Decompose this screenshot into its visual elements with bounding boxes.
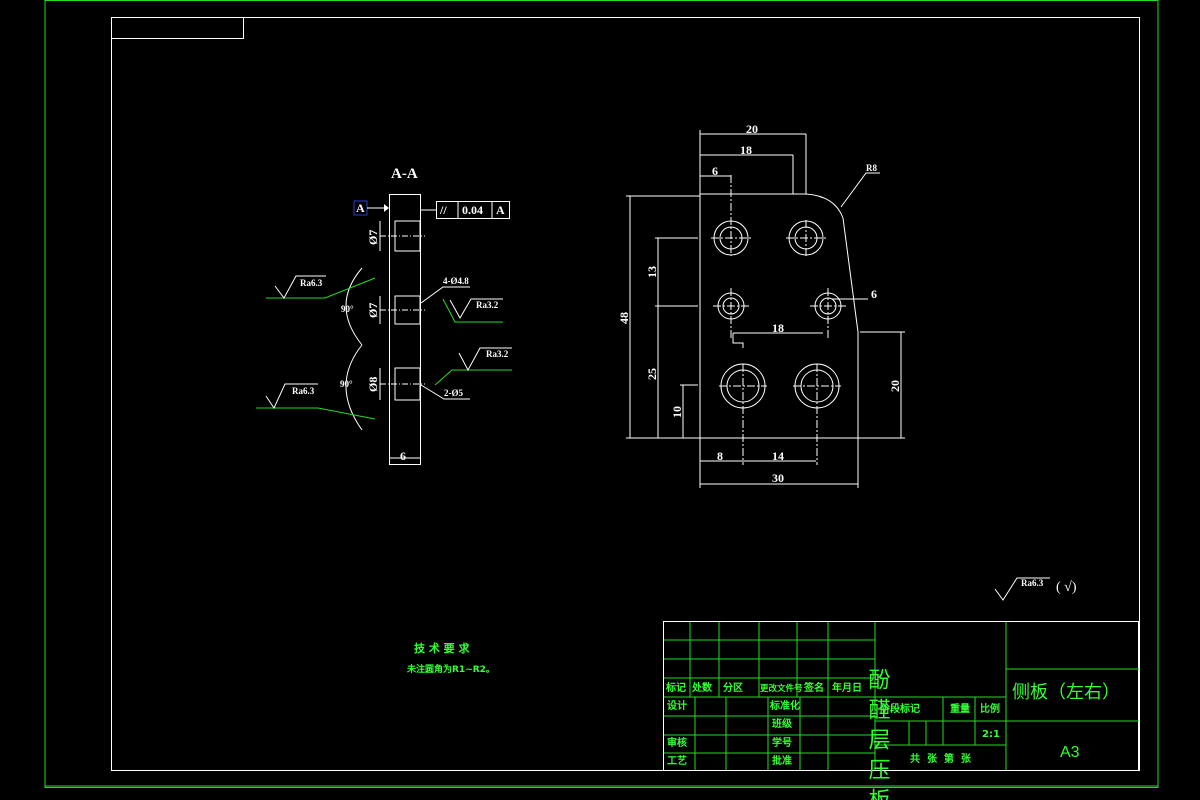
dim-top-20: 20 xyxy=(746,122,758,136)
svg-text:年月日: 年月日 xyxy=(832,681,862,694)
roughness-ra6.3-2: Ra6.3 xyxy=(256,383,376,420)
dim-right-20: 20 xyxy=(888,380,902,392)
svg-text:标记: 标记 xyxy=(665,681,686,694)
svg-text:重量: 重量 xyxy=(950,702,970,715)
svg-text:班级: 班级 xyxy=(772,717,793,730)
dim-8: 8 xyxy=(717,449,723,463)
section-view: A-A Ø7 Ø7 Ø8 6 A // 0.04 A 90° 90° 4-Ø4.… xyxy=(256,166,512,465)
inner-frame xyxy=(111,17,1140,771)
scale-value: 2:1 xyxy=(982,729,1000,740)
svg-text:工艺: 工艺 xyxy=(667,754,687,767)
tolerance-symbol: // xyxy=(439,203,447,217)
dim-top-6: 6 xyxy=(712,164,718,178)
svg-text:处数: 处数 xyxy=(691,681,713,694)
material: 酚醛层压板 xyxy=(865,668,891,800)
dim-48: 48 xyxy=(617,312,631,324)
section-body xyxy=(389,194,421,465)
dim-thickness: 6 xyxy=(400,449,406,463)
angle-2: 90° xyxy=(340,379,353,389)
section-title: A-A xyxy=(391,166,418,182)
svg-text:Ra6.3: Ra6.3 xyxy=(1021,578,1044,588)
svg-text:Ra3.2: Ra3.2 xyxy=(486,349,509,359)
dim-mid-18: 18 xyxy=(772,321,784,335)
roughness-ra3.2-2: Ra3.2 xyxy=(434,347,512,386)
tolerance-frame xyxy=(436,201,510,219)
svg-text:学号: 学号 xyxy=(772,736,792,749)
tolerance-datum: A xyxy=(496,203,505,217)
holes xyxy=(713,220,842,409)
svg-text:阶段标记: 阶段标记 xyxy=(880,702,920,715)
svg-text:共 张 第 张: 共 张 第 张 xyxy=(910,752,972,765)
angle-1: 90° xyxy=(341,304,354,314)
dim-dia-top: Ø7 xyxy=(366,230,380,245)
plate-outline xyxy=(699,193,859,439)
dim-10: 10 xyxy=(670,406,684,418)
svg-text:( √): ( √) xyxy=(1056,580,1077,595)
svg-text:审核: 审核 xyxy=(667,736,687,749)
dim-top-18: 18 xyxy=(740,143,752,157)
front-view: 20 18 6 R8 48 13 25 10 6 18 20 8 14 30 xyxy=(617,122,905,488)
title-block: 标记 处数 分区 更改文件号 签名 年月日 设计 标准化 班级 审核 学号 工艺… xyxy=(45,621,1158,800)
svg-text:Ra6.3: Ra6.3 xyxy=(300,278,323,288)
tech-requirements-note: 未注圆角为R1~R2。 xyxy=(406,663,495,675)
dim-14: 14 xyxy=(772,449,784,463)
svg-text:更改文件号: 更改文件号 xyxy=(760,683,803,694)
holes-note-1: 4-Ø4.8 xyxy=(443,276,469,286)
dim-30: 30 xyxy=(772,471,784,485)
dim-25: 25 xyxy=(645,368,659,380)
svg-text:设计: 设计 xyxy=(667,699,687,712)
roughness-ra3.2-1: Ra3.2 xyxy=(442,298,503,323)
svg-text:批准: 批准 xyxy=(772,754,792,767)
general-roughness: Ra6.3 ( √) xyxy=(994,577,1077,601)
svg-text:签名: 签名 xyxy=(803,681,824,694)
roughness-ra6.3-1: Ra6.3 xyxy=(266,275,376,299)
svg-text:Ra3.2: Ra3.2 xyxy=(476,300,499,310)
dim-dia-mid: Ø7 xyxy=(366,303,380,318)
datum-label: A xyxy=(356,201,365,215)
corner-box xyxy=(111,17,244,39)
dim-dia-bottom: Ø8 xyxy=(366,377,380,392)
paper-size: A3 xyxy=(1060,744,1080,761)
svg-text:比例: 比例 xyxy=(980,702,1000,715)
svg-text:标准化: 标准化 xyxy=(769,699,800,712)
svg-text:Ra6.3: Ra6.3 xyxy=(292,386,315,396)
tech-requirements-title: 技 术 要 求 xyxy=(414,641,470,655)
outer-frame xyxy=(44,0,1159,788)
dim-13: 13 xyxy=(645,266,659,278)
holes-note-2: 2-Ø5 xyxy=(444,388,463,398)
svg-text:分区: 分区 xyxy=(723,681,743,694)
dim-radius: R8 xyxy=(866,163,877,173)
tolerance-value: 0.04 xyxy=(462,203,483,217)
part-name: 侧板（左右） xyxy=(1012,682,1120,703)
dim-right-6: 6 xyxy=(871,287,877,301)
